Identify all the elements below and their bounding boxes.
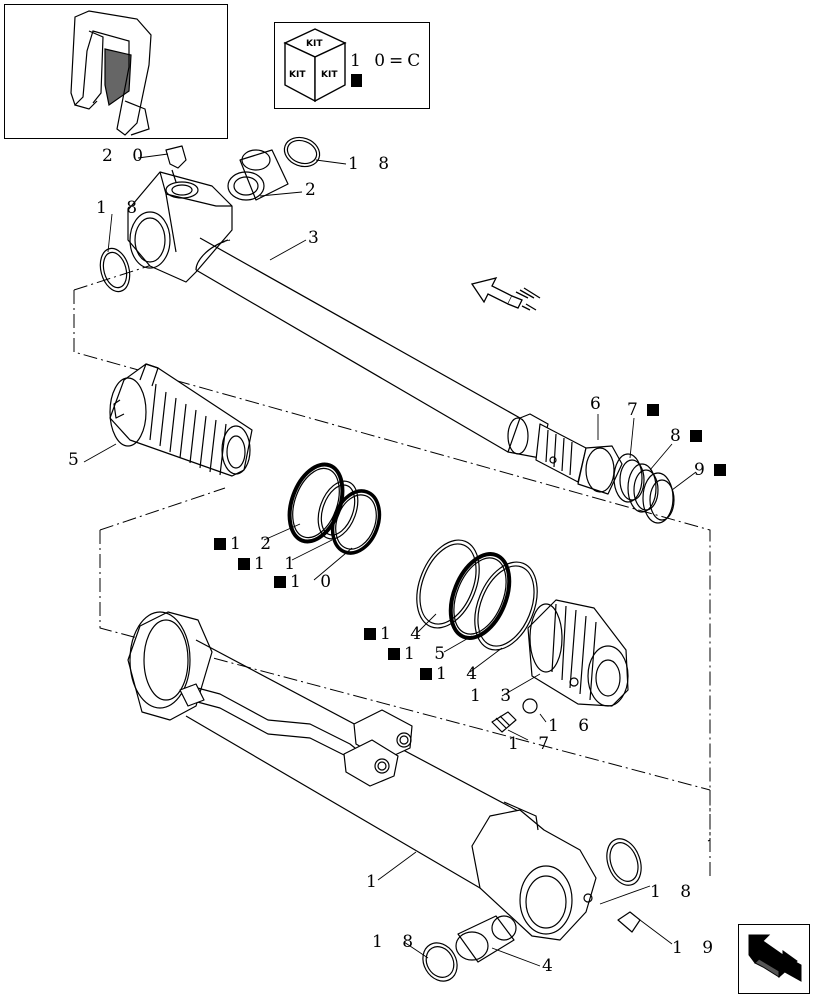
kit-marker-square	[364, 628, 376, 640]
rod-rings-parts-6-9	[577, 445, 675, 524]
callout-c10: 1 0	[274, 574, 338, 591]
callout-c14b: 1 4	[420, 666, 484, 683]
callout-c18a: 1 8	[348, 154, 397, 174]
piston-part-13	[527, 599, 629, 707]
excavator-boom-thumbnail-icon	[70, 10, 152, 136]
callout-c14a: 1 4	[364, 626, 428, 643]
kit-cube-icon: KIT KIT KIT	[283, 28, 347, 103]
callout-c11: 1 1	[238, 556, 302, 573]
previous-page-arrow-icon	[748, 934, 802, 982]
callout-c13: 1 3	[470, 686, 519, 706]
callout-c15: 1 5	[388, 646, 452, 663]
callout-c12: 1 2	[214, 536, 278, 553]
bushing-part-2	[227, 149, 289, 201]
callout-c9: 9	[694, 462, 726, 479]
callout-c16: 1 6	[548, 716, 597, 736]
kit-cube-right-text: KIT	[321, 70, 338, 80]
callout-c18b: 1 8	[96, 198, 145, 218]
kit-marker-square	[646, 404, 659, 416]
callout-c17: 1 7	[508, 734, 557, 754]
kit-marker-square	[689, 430, 702, 442]
callout-c18d: 1 8	[372, 932, 421, 952]
kit-cube-left-text: KIT	[289, 70, 306, 80]
callout-c1: 1	[366, 872, 384, 892]
kit-marker-square	[713, 464, 726, 476]
kit-marker-square	[388, 648, 400, 660]
direction-arrow-icon	[470, 277, 541, 311]
kit-legend: KIT KIT KIT 1 0=C	[274, 22, 430, 109]
kit-marker-square	[420, 668, 432, 680]
callout-c3: 3	[308, 228, 326, 248]
kit-legend-label: 1 0=C	[350, 51, 429, 91]
callout-c7: 7	[627, 402, 659, 419]
callout-c18c: 1 8	[650, 882, 699, 902]
callout-c19: 1 9	[672, 938, 721, 958]
piston-rod-part-3	[127, 171, 587, 483]
kit-marker-square	[351, 74, 362, 87]
callout-c20: 2 0	[102, 146, 151, 166]
kit-cube-top-text: KIT	[306, 39, 323, 49]
locator-thumbnail	[4, 4, 228, 139]
callout-c5: 5	[68, 450, 86, 470]
cylinder-barrel-part-1	[127, 611, 597, 941]
callout-c4: 4	[542, 956, 560, 976]
callout-c8: 8	[670, 428, 702, 445]
kit-marker-square	[214, 538, 226, 550]
callout-c2: 2	[305, 180, 323, 200]
previous-page-button[interactable]	[738, 924, 810, 994]
kit-marker-square	[238, 558, 250, 570]
callout-c6: 6	[590, 394, 608, 414]
kit-marker-square	[274, 576, 286, 588]
gland-part-5	[109, 363, 253, 477]
